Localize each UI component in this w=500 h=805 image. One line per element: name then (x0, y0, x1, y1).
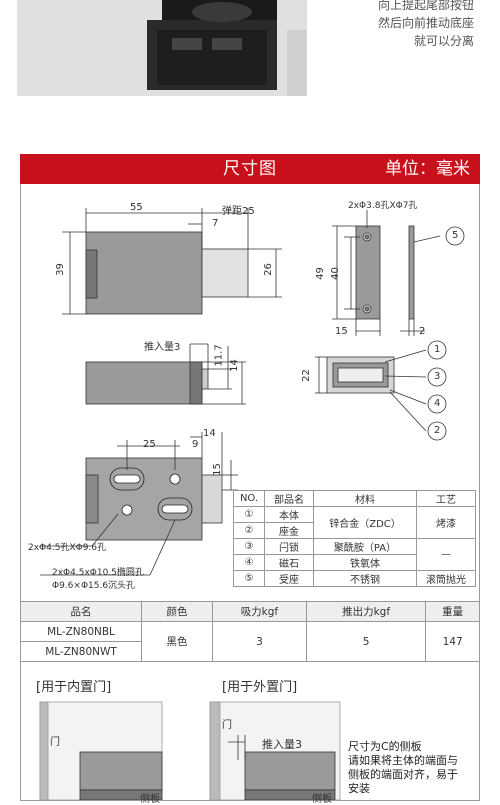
part-name: 磁石 (264, 554, 314, 571)
dim-height-40: 40 (329, 267, 341, 280)
part-material: 不锈钢 (313, 570, 417, 587)
dim-spring-travel: 弹距25 (222, 206, 255, 217)
table-row: ML-ZN80NWT (20, 641, 480, 662)
callout-4-marker (427, 394, 447, 414)
header-bar (20, 154, 480, 184)
dim-gap-7: 7 (212, 218, 219, 229)
table-row: ① 本体 锌合金（ZDC） 烤漆 (233, 506, 476, 539)
part-name: 闩锁 (264, 538, 314, 555)
part-material-merged: 锌合金（ZDC） (313, 506, 417, 539)
dim-height-49: 49 (314, 267, 326, 280)
install-inner-title: [用于内置门] (36, 680, 112, 695)
model-color: 黑色 (141, 621, 213, 662)
install-note-line-2: 请如果将主体的端面与 (348, 754, 458, 767)
part-no: ⑤ (233, 570, 265, 587)
model-weight: 147 (425, 621, 480, 662)
callout-4: 4 (434, 398, 441, 409)
dim-push-in: 推入量3 (144, 342, 181, 353)
model-header-color: 颜色 (141, 601, 213, 622)
part-no: ③ (233, 538, 265, 555)
part-process-merged: 烤漆 (416, 506, 476, 539)
part-process: 滚筒抛光 (416, 570, 476, 587)
install-note-line-1: 尺寸为C的侧板 (348, 740, 422, 753)
part-name: 座金 (264, 522, 314, 539)
table-row: ② 座金 (233, 522, 476, 539)
part-no: ④ (233, 554, 265, 571)
part-material: 聚酰胺（PA） (313, 538, 417, 555)
model-push: 5 (305, 621, 427, 662)
table-row: ML-ZN80NBL 黑色 3 5 147 (20, 621, 480, 662)
parts-header-no: NO. (233, 490, 265, 507)
instruction-line-2: 然后向前推动底座 (377, 16, 474, 30)
callout-3: 3 (434, 371, 441, 382)
part-no: ① (233, 506, 265, 523)
parts-table: NO. 部品名 材料 工艺 ① 本体 锌合金（ZDC） 烤漆 ② 座金 ③ 闩锁… (233, 490, 476, 587)
model-header-weight: 重量 (425, 601, 480, 622)
hole-note-3: Φ9.6×Φ15.6沉头孔 (52, 581, 136, 591)
install-note-line-4: 安装 (348, 782, 370, 795)
part-name: 本体 (264, 506, 314, 523)
callout-1: 1 (434, 344, 441, 355)
dim-width-9: 9 (192, 439, 199, 450)
dim-height-15: 15 (211, 463, 223, 476)
hole-note-2: 2xΦ4.5xΦ10.5椭圆孔 (52, 568, 144, 578)
callout-5-marker (445, 226, 465, 246)
install-push-in: 推入量3 (262, 738, 302, 751)
table-row: ⑤ 受座 不锈钢 滚筒抛光 (233, 570, 476, 587)
callout-1-marker (427, 340, 447, 360)
model-header-push: 推出力kgf (305, 601, 427, 622)
install-side-left: 侧板 (140, 794, 160, 805)
unit-label: 单位：毫米 (385, 159, 470, 179)
callout-5: 5 (452, 230, 459, 241)
parts-header-name: 部品名 (264, 490, 314, 507)
install-side-right: 侧板 (312, 794, 332, 805)
dim-height-22: 22 (300, 369, 312, 382)
callout-3-marker (427, 367, 447, 387)
part-no: ② (233, 522, 265, 539)
callout-2: 2 (434, 425, 441, 436)
part-process-merged-2: — (416, 538, 476, 571)
part-name: 受座 (264, 570, 314, 587)
parts-header-material: 材料 (313, 490, 417, 507)
product-photo (17, 0, 307, 96)
model-suction: 3 (212, 621, 307, 662)
install-door-left: 门 (50, 737, 60, 748)
page-title: 尺寸图 (223, 159, 277, 179)
model-table: 品名 颜色 吸力kgf 推出力kgf 重量 ML-ZN80NBL 黑色 3 5 … (20, 601, 480, 662)
model-header-name: 品名 (20, 601, 142, 622)
dim-width-14: 14 (203, 428, 216, 439)
callout-2-marker (427, 421, 447, 441)
model-name: ML-ZN80NWT (20, 641, 142, 662)
instruction-line-3: 就可以分离 (413, 34, 474, 48)
install-note-line-3: 侧板的端面对齐，易于 (348, 768, 458, 781)
dim-height-26: 26 (262, 263, 274, 276)
instruction-line-1: 向上提起尾部按钮 (377, 0, 474, 12)
parts-header-process: 工艺 (416, 490, 476, 507)
dim-width-2: 2 (419, 326, 426, 337)
dim-height-11-7: 11.7 (213, 344, 225, 367)
model-header-suction: 吸力kgf (212, 601, 307, 622)
latch-photo-drawing (17, 0, 307, 96)
hole-note-1: 2xΦ4.5孔XΦ9.6孔 (28, 543, 107, 553)
dim-height-39: 39 (54, 263, 66, 276)
install-outer-title: [用于外置门] (222, 680, 298, 695)
dim-width-55: 55 (130, 202, 143, 213)
table-row: ④ 磁石 铁氧体 (233, 554, 476, 571)
dim-height-14: 14 (228, 359, 240, 372)
dim-hole-note: 2xΦ3.8孔XΦ7孔 (348, 201, 418, 211)
part-material: 铁氧体 (313, 554, 417, 571)
dim-width-25: 25 (143, 439, 156, 450)
model-name: ML-ZN80NBL (20, 621, 142, 642)
top-instructions: 向上提起尾部按钮 然后向前推动底座 就可以分离 (378, 0, 474, 50)
install-note: 尺寸为C的侧板 请如果将主体的端面与 侧板的端面对齐，易于 安装 (348, 740, 458, 796)
dim-width-15: 15 (335, 326, 348, 337)
table-row: ③ 闩锁 聚酰胺（PA） — (233, 538, 476, 571)
install-door-right: 门 (222, 720, 232, 731)
